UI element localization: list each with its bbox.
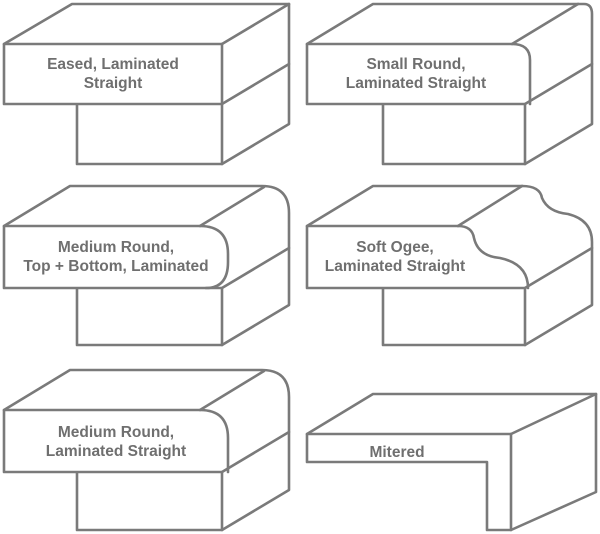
label-line: Laminated Straight [345,75,487,92]
mitered-label: Mitered [307,443,487,462]
label-line: Straight [83,75,143,92]
label-line: Mitered [369,444,425,461]
small-round-laminated-straight-label: Small Round, Laminated Straight [307,55,525,93]
label-line: Medium Round, [57,424,175,441]
eased-laminated-straight-label: Eased, Laminated Straight [4,55,222,93]
label-line: Top + Bottom, Laminated [23,258,209,275]
medium-round-laminated-straight-label: Medium Round, Laminated Straight [4,423,228,461]
label-line: Laminated Straight [324,258,466,275]
label-line: Laminated Straight [45,443,187,460]
label-line: Medium Round, [57,239,175,256]
label-line: Small Round, [366,56,466,73]
soft-ogee-laminated-straight-label: Soft Ogee, Laminated Straight [307,238,483,276]
label-line: Soft Ogee, [356,239,434,256]
label-line: Eased, Laminated [47,56,179,73]
medium-round-top-bottom-laminated-label: Medium Round, Top + Bottom, Laminated [4,238,228,276]
